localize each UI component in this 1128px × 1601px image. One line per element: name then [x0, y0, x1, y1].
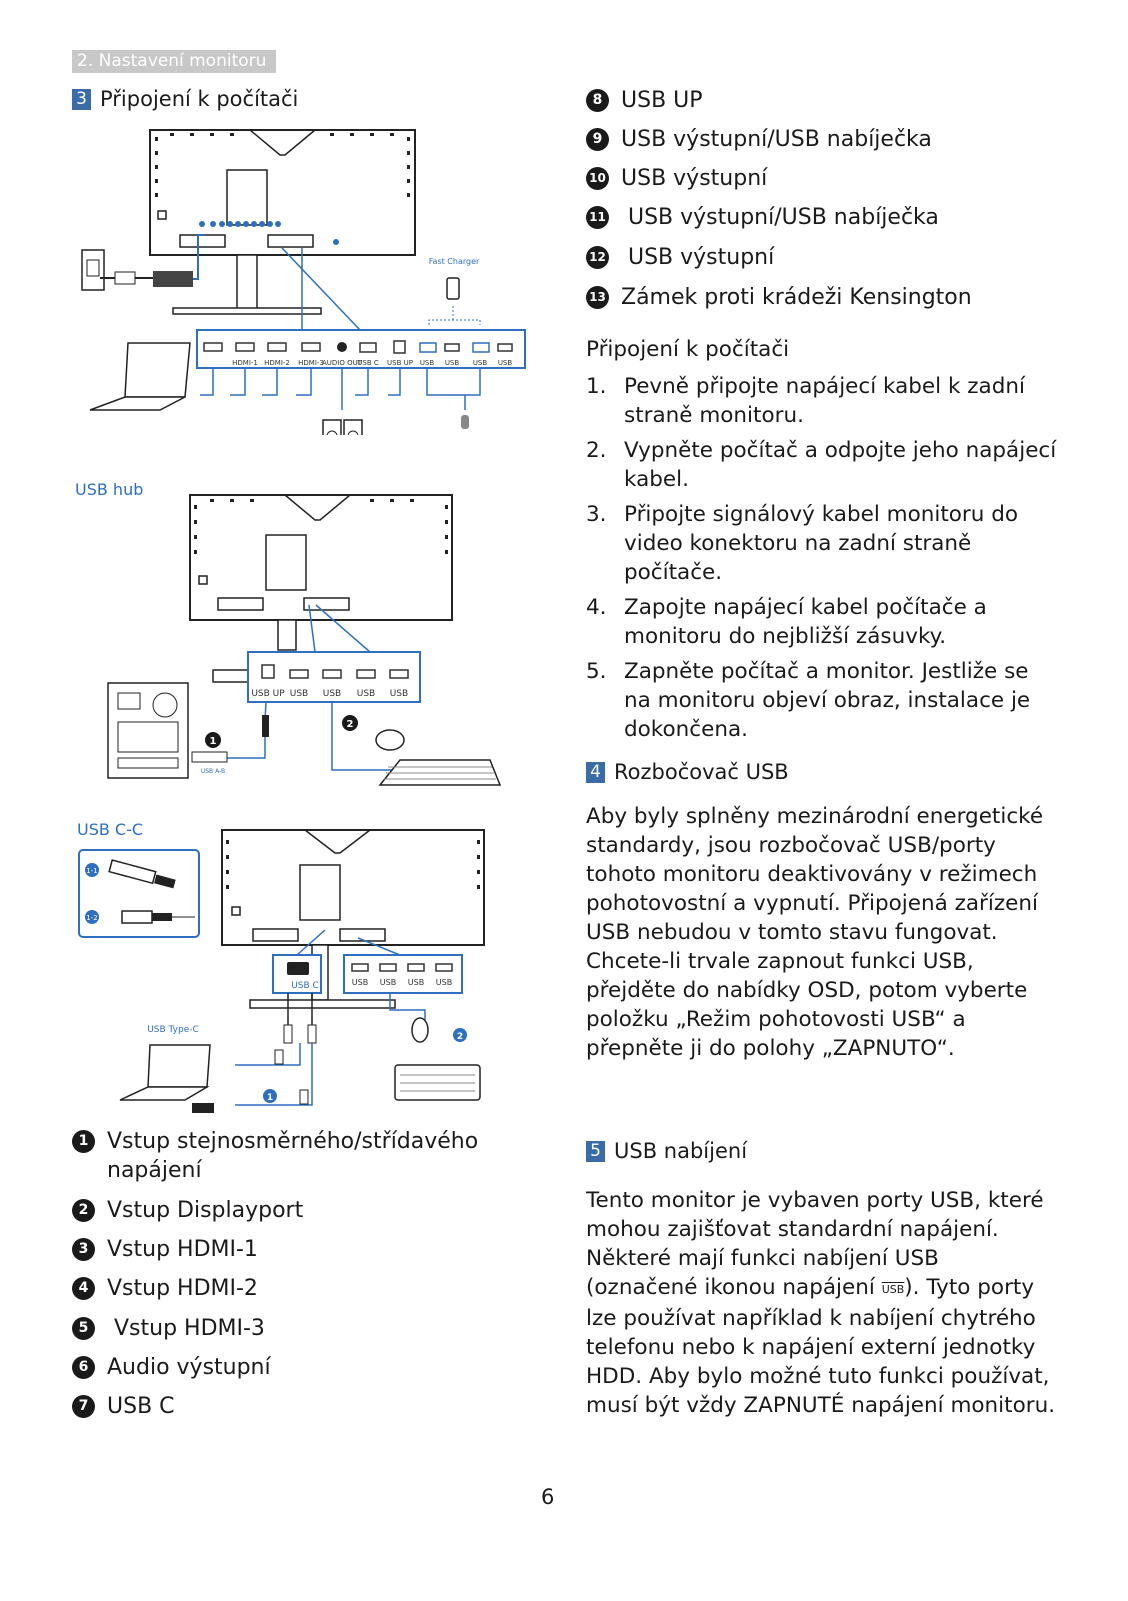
badge-one: 1: [210, 736, 217, 747]
list-item: 11 USB výstupní/USB nabíječka: [586, 203, 939, 232]
section-heading-connect: 3 Připojení k počítači: [72, 87, 298, 111]
port-label: AUDIO OUT: [322, 359, 363, 367]
port-label: USB: [445, 359, 460, 367]
step-item: 3.Připojte signálový kabel monitoru do v…: [586, 502, 1019, 585]
badge-one-c: 1: [267, 1093, 273, 1103]
section-heading-usb-charging: 5 USB nabíjení: [586, 1139, 747, 1163]
badge-two: 2: [347, 719, 354, 730]
usb-charge-icon: USB: [881, 1283, 905, 1296]
speaker-icon: [322, 419, 342, 435]
connection-diagram: HDMI-1 HDMI-2 HDMI-3 AUDIO OUT USB C USB…: [81, 129, 526, 435]
laptop-icon: [124, 342, 191, 398]
usbc-usb-label: USB: [380, 978, 396, 987]
usb-stick-icon: [461, 415, 469, 429]
section-tag: 2. Nastavení monitoru: [72, 50, 277, 73]
port-label: USB UP: [387, 359, 413, 367]
section-number: 5: [586, 1140, 605, 1162]
usbc-usb-label: USB: [436, 978, 452, 987]
badge-one-one: 1-1: [86, 867, 97, 875]
phone-icon: [446, 277, 460, 300]
port-label: USB: [498, 359, 513, 367]
page-number: 6: [541, 1485, 555, 1509]
hub-port-label: USB UP: [251, 689, 285, 699]
usbcc-label: USB C-C: [77, 820, 144, 839]
port-label: HDMI-2: [264, 359, 290, 367]
usb-hub-label: USB hub: [75, 480, 144, 499]
usbc-usb-label: USB: [408, 978, 424, 987]
mouse-icon: [411, 1017, 429, 1043]
usb-hub-diagram: USB UP USB USB USB USB 1 USB A-B 2: [107, 494, 502, 786]
mouse-icon: [375, 729, 405, 751]
usb-typec-label: USB Type-C: [147, 1025, 199, 1035]
list-item: 12 USB výstupní: [586, 243, 774, 272]
section-number: 3: [72, 88, 91, 110]
port-label: HDMI-1: [232, 359, 258, 367]
badge-one-two: 1-2: [86, 914, 97, 922]
step-item: 5.Zapněte počítač a monitor. Jestliže se…: [586, 659, 1031, 742]
pc-tower-icon: [107, 682, 189, 779]
connect-title: Připojení k počítači: [586, 337, 790, 362]
section-heading-usb-hub: 4 Rozbočovač USB: [586, 760, 789, 784]
step-item: 1.Pevně připojte napájecí kabel k zadní …: [586, 374, 1025, 428]
section-number: 4: [586, 761, 605, 783]
section-title: USB nabíjení: [614, 1139, 748, 1163]
port-label: HDMI-3: [298, 359, 324, 367]
section-title: Rozbočovač USB: [614, 760, 789, 784]
laptop-icon: [147, 1044, 211, 1088]
hub-port-label: USB: [390, 689, 408, 699]
hub-port-label: USB: [323, 689, 341, 699]
hub-port-label: USB: [290, 689, 308, 699]
badge-two-c: 2: [457, 1032, 463, 1042]
step-item: 2.Vypněte počítač a odpojte jeho napájec…: [586, 438, 1057, 492]
usbc-port-label: USB C: [291, 981, 319, 991]
section-title: Připojení k počítači: [100, 87, 299, 111]
port-label: USB: [473, 359, 488, 367]
port-label: USB C: [357, 359, 379, 367]
usb-hub-body: Aby byly splněny mezinárodní energetické…: [586, 804, 1044, 1061]
usb-cc-diagram: 1-1 1-2 USB C USB USB USB USB 1 USB Type…: [78, 829, 485, 1113]
usb-ab-label: USB A-B: [201, 768, 225, 775]
usb-charging-body: Tento monitor je vybaven porty USB, kter…: [586, 1188, 1056, 1418]
fast-charger-label: Fast Charger: [429, 257, 480, 266]
step-item: 4.Zapojte napájecí kabel počítače a moni…: [586, 595, 987, 649]
usbc-usb-label: USB: [352, 978, 368, 987]
list-item: 5 Vstup HDMI-3: [72, 1314, 265, 1343]
hub-port-label: USB: [357, 689, 375, 699]
port-label: USB: [420, 359, 435, 367]
